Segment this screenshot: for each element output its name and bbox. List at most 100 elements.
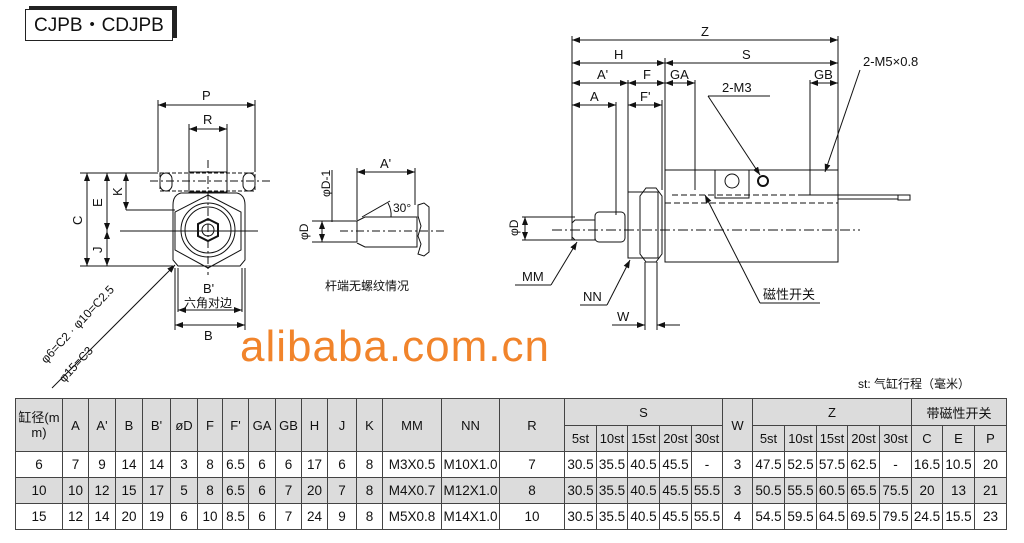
header-S-stroke: 20st [659,425,692,452]
cell-W: 3 [722,477,753,504]
cell-switch: 13 [942,477,975,504]
cell-switch: 15.5 [942,503,975,530]
model-title: CJPB・CDJPB [25,9,173,41]
cell-value: 14 [115,451,143,478]
dim-label-A-prime-side: A' [597,67,608,82]
dim-label-H: H [614,47,623,62]
cell-value: 10 [197,503,223,530]
cell-value: 7 [62,451,89,478]
port-label-2-M5: 2-M5×0.8 [863,54,918,69]
cell-bore: 6 [15,451,63,478]
cell-Z: 47.5 [752,451,785,478]
cell-value: 9 [88,451,116,478]
cell-value: 8 [356,503,383,530]
cell-Z: 50.5 [752,477,785,504]
magnetic-switch-label: 磁性开关 [763,287,815,302]
header-col: MM [382,398,442,452]
port-label-2-M3: 2-M3 [722,80,752,95]
header-group-S: S [564,398,723,426]
cell-S: 35.5 [596,451,628,478]
cell-S: 30.5 [564,477,597,504]
header-S-stroke: 10st [596,425,628,452]
cell-value: 7 [327,477,357,504]
cell-S: 45.5 [659,477,692,504]
cell-value: 17 [301,451,328,478]
cell-value: 12 [62,503,89,530]
cell-value: 6 [248,451,276,478]
cell-S: 45.5 [659,451,692,478]
cell-Z: 79.5 [879,503,912,530]
technical-drawing: P R C E K J B' 六角对边 B φ6=C2 · φ10=C2.5 φ… [38,24,918,389]
stroke-unit-note: st: 气缸行程（毫米） [858,377,971,391]
cell-S: 45.5 [659,503,692,530]
header-col: GB [275,398,302,452]
cell-value: 6 [275,451,302,478]
header-group-Z: Z [752,398,912,426]
dim-label-F-prime: F' [640,89,650,104]
cell-S: 55.5 [691,477,723,504]
header-col: H [301,398,328,452]
dim-label-Z: Z [701,24,709,39]
cell-value: 20 [301,477,328,504]
front-view [51,100,270,389]
header-Z-stroke: 15st [816,425,848,452]
cell-value: 10 [499,503,565,530]
cell-Z: 75.5 [879,477,912,504]
cell-value: 6 [248,503,276,530]
header-col: K [356,398,383,452]
cell-Z: 60.5 [816,477,848,504]
cell-switch: 21 [974,477,1007,504]
cell-value: 8 [356,477,383,504]
cell-Z: - [879,451,912,478]
cell-value: 6 [327,451,357,478]
header-switch-col: P [974,425,1007,452]
cell-switch: 16.5 [911,451,943,478]
dim-label-K: K [110,187,125,196]
dimension-table: 缸径(mm) A A' B B' øD F F' GA GB H J K MM … [15,398,1007,530]
cell-Z: 64.5 [816,503,848,530]
cell-S: 40.5 [627,477,660,504]
header-Z-stroke: 10st [784,425,817,452]
cell-value: 6.5 [222,451,249,478]
dim-label-B: B [204,328,213,343]
cell-value: M14X1.0 [441,503,500,530]
header-col: GA [248,398,276,452]
cell-value: M10X1.0 [441,451,500,478]
cell-S: - [691,451,723,478]
hex-across-flats-label: 六角对边 [184,296,232,310]
cell-value: 7 [275,477,302,504]
cell-S: 40.5 [627,503,660,530]
cell-value: 20 [115,503,143,530]
cell-value: 10 [62,477,89,504]
dim-label-R: R [203,112,212,127]
header-col: NN [441,398,500,452]
cell-value: M5X0.8 [382,503,442,530]
angle-label: 30° [393,201,411,215]
dim-label-C: C [70,216,85,225]
header-col: øD [170,398,198,452]
header-col: A' [88,398,116,452]
thread-label-NN: NN [583,289,602,304]
dim-label-A: A [590,89,599,104]
header-col: F [197,398,223,452]
cell-Z: 52.5 [784,451,817,478]
dim-label-S: S [742,47,751,62]
dim-label-A-prime: A' [380,156,391,171]
dim-label-GB: GB [814,67,833,82]
thread-label-MM: MM [522,269,544,284]
dim-label-P: P [202,88,211,103]
cell-bore: 10 [15,477,63,504]
cell-value: 3 [170,451,198,478]
header-col: J [327,398,357,452]
cell-value: 8.5 [222,503,249,530]
cell-value: 14 [142,451,171,478]
cell-switch: 23 [974,503,1007,530]
header-S-stroke: 15st [627,425,660,452]
cell-W: 4 [722,503,753,530]
header-W: W [722,398,753,452]
dim-label-phiD: φD [297,223,311,240]
header-S-stroke: 5st [564,425,597,452]
cell-value: M12X1.0 [441,477,500,504]
